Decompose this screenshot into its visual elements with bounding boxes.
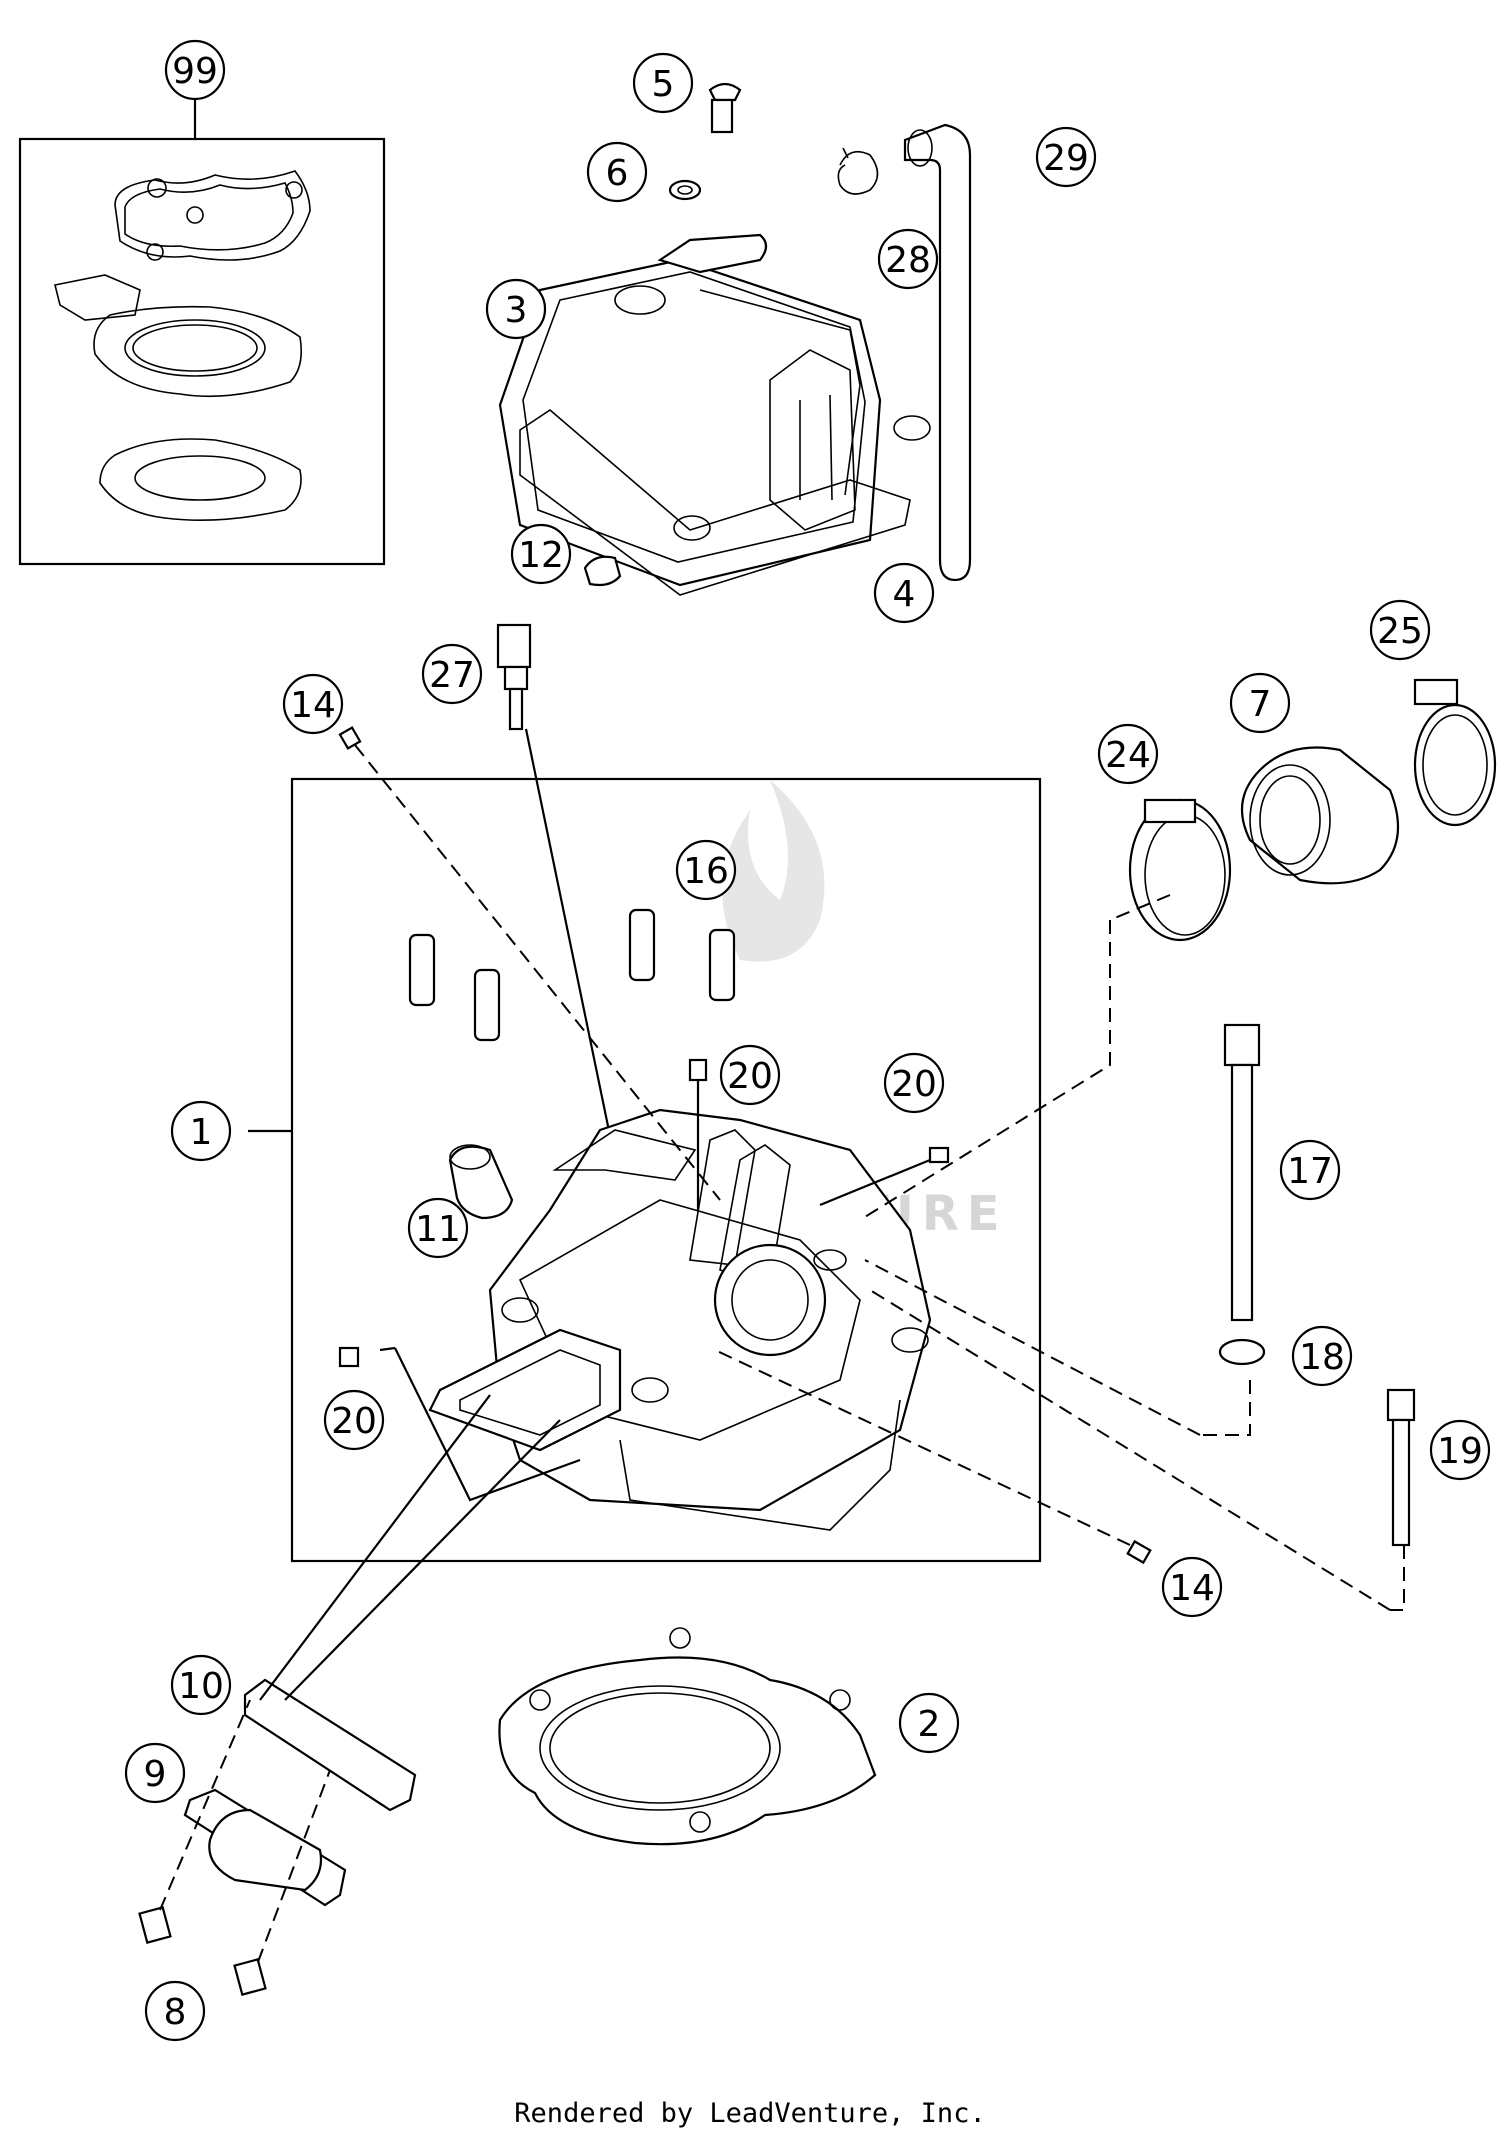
callout-17[interactable]: 17 bbox=[1279, 1139, 1341, 1201]
valve-seat-11 bbox=[448, 1144, 514, 1220]
callout-14-bottom[interactable]: 14 bbox=[1161, 1556, 1223, 1618]
callout-9[interactable]: 9 bbox=[124, 1742, 186, 1804]
clamp-24 bbox=[1128, 798, 1232, 942]
rubber-grommet-12 bbox=[583, 555, 622, 587]
svg-text:14: 14 bbox=[1169, 1568, 1215, 1609]
callout-3[interactable]: 3 bbox=[485, 278, 547, 340]
svg-text:18: 18 bbox=[1299, 1337, 1345, 1378]
clamp-25 bbox=[1413, 678, 1497, 827]
callout-1[interactable]: 1 bbox=[170, 1100, 232, 1162]
svg-text:4: 4 bbox=[893, 574, 916, 615]
svg-text:8: 8 bbox=[164, 1992, 187, 2033]
svg-text:20: 20 bbox=[331, 1401, 377, 1442]
intake-port-9 bbox=[183, 1788, 347, 1907]
callout-24[interactable]: 24 bbox=[1097, 723, 1159, 785]
svg-text:5: 5 bbox=[652, 64, 675, 105]
valve-cover bbox=[498, 233, 931, 596]
head-gasket-2 bbox=[498, 1627, 877, 1846]
callout-11[interactable]: 11 bbox=[407, 1197, 469, 1259]
callout-25[interactable]: 25 bbox=[1369, 599, 1431, 661]
svg-text:20: 20 bbox=[727, 1056, 773, 1097]
gasket-10 bbox=[243, 1394, 561, 1812]
intake-flange-7 bbox=[1240, 746, 1400, 885]
footer-credit: Rendered by LeadVenture, Inc. bbox=[514, 2098, 986, 2129]
cylinder-head-box bbox=[248, 777, 1042, 1563]
svg-text:16: 16 bbox=[683, 851, 729, 892]
stud-bolt-17 bbox=[1223, 1023, 1261, 1322]
svg-text:1: 1 bbox=[190, 1112, 213, 1153]
callout-12[interactable]: 12 bbox=[510, 523, 572, 585]
svg-text:99: 99 bbox=[172, 51, 218, 92]
cylinder-head bbox=[428, 1108, 932, 1531]
callout-8[interactable]: 8 bbox=[144, 1980, 206, 2042]
callout-27[interactable]: 27 bbox=[421, 643, 483, 705]
svg-text:29: 29 bbox=[1043, 138, 1089, 179]
callout-18[interactable]: 18 bbox=[1291, 1325, 1353, 1387]
hose-clip-28 bbox=[837, 147, 879, 195]
svg-text:11: 11 bbox=[415, 1209, 461, 1250]
callout-99[interactable]: 99 bbox=[164, 39, 226, 101]
svg-text:20: 20 bbox=[891, 1064, 937, 1105]
breather-hose-29 bbox=[903, 123, 972, 582]
callout-19[interactable]: 19 bbox=[1429, 1419, 1491, 1481]
svg-text:25: 25 bbox=[1377, 611, 1423, 652]
svg-text:6: 6 bbox=[606, 153, 629, 194]
svg-text:24: 24 bbox=[1105, 735, 1151, 776]
bolts-8 bbox=[138, 1699, 331, 1996]
seal-ring-6 bbox=[668, 179, 702, 201]
callout-4[interactable]: 4 bbox=[873, 562, 935, 624]
svg-text:17: 17 bbox=[1287, 1151, 1333, 1192]
svg-text:2: 2 bbox=[918, 1704, 941, 1745]
callout-7[interactable]: 7 bbox=[1229, 672, 1291, 734]
callout-20-left[interactable]: 20 bbox=[323, 1389, 385, 1451]
callout-2[interactable]: 2 bbox=[898, 1692, 960, 1754]
callout-6[interactable]: 6 bbox=[586, 141, 648, 203]
svg-text:9: 9 bbox=[144, 1754, 167, 1795]
callout-10[interactable]: 10 bbox=[170, 1654, 232, 1716]
bolt-19 bbox=[869, 1289, 1416, 1611]
callout-29[interactable]: 29 bbox=[1035, 126, 1097, 188]
svg-text:12: 12 bbox=[518, 535, 564, 576]
valve-guides-16 bbox=[408, 908, 736, 1042]
svg-text:10: 10 bbox=[178, 1666, 224, 1707]
screw-14-bottom bbox=[714, 1349, 1152, 1565]
callouts: 99 5 6 3 29 28 12 4 27 14 25 7 24 16 20 … bbox=[124, 39, 1491, 2042]
svg-text:14: 14 bbox=[290, 685, 336, 726]
oil-plug-5 bbox=[708, 82, 742, 134]
washer-18 bbox=[864, 1259, 1266, 1436]
callout-28[interactable]: 28 bbox=[877, 228, 939, 290]
callout-14-top[interactable]: 14 bbox=[282, 673, 344, 735]
temperature-sensor-27 bbox=[496, 623, 617, 1161]
gasket-kit-box bbox=[18, 100, 386, 566]
screw-plugs-20 bbox=[338, 1058, 950, 1368]
callout-5[interactable]: 5 bbox=[632, 52, 694, 114]
svg-text:7: 7 bbox=[1249, 684, 1272, 725]
callout-20-center[interactable]: 20 bbox=[719, 1044, 781, 1106]
callout-20-right[interactable]: 20 bbox=[883, 1052, 945, 1114]
svg-text:27: 27 bbox=[429, 655, 475, 696]
svg-text:3: 3 bbox=[505, 290, 528, 331]
callout-16[interactable]: 16 bbox=[675, 839, 737, 901]
screw-14-top bbox=[338, 726, 721, 1201]
svg-text:28: 28 bbox=[885, 240, 931, 281]
svg-text:19: 19 bbox=[1437, 1431, 1483, 1472]
